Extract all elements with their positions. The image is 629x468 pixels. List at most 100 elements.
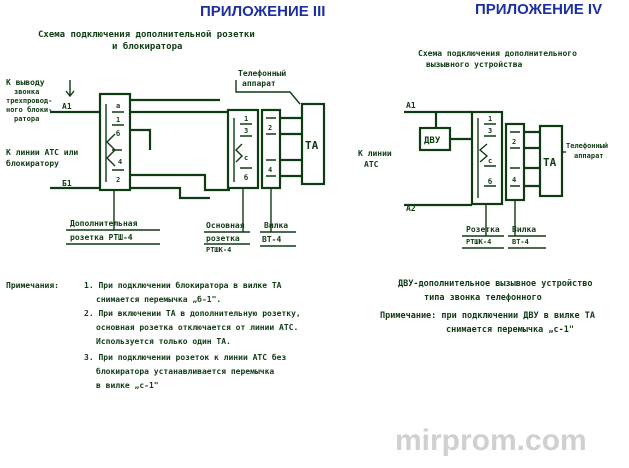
plug-label-line1: Вилка xyxy=(264,221,288,230)
main-socket-box xyxy=(226,108,260,190)
pin-label: 4 xyxy=(118,158,122,166)
phone-label-leader xyxy=(235,80,301,105)
appendix-4-notes: ДВУ-дополнительное вызывное устройство т… xyxy=(380,279,595,335)
plug-pins xyxy=(510,131,520,187)
note-2-line1: 2. При включении ТА в дополнительную роз… xyxy=(84,309,301,318)
appendix-4-diagram: Схема подключения дополнительного вызывн… xyxy=(358,49,608,249)
socket-label-line2: РТШК-4 xyxy=(466,238,491,246)
pin-label: 3 xyxy=(488,127,492,135)
line-label-line2: блокиратору xyxy=(6,158,59,168)
appendix-4-note-line1: Примечание: при подключении ДВУ в вилке … xyxy=(380,311,595,321)
plug-label-line2: ВТ-4 xyxy=(512,238,529,246)
appendix-4-title-line2: вызывного устройства xyxy=(426,60,523,69)
terminal-a1: А1 xyxy=(406,101,416,110)
ta-label: ТА xyxy=(305,139,319,152)
pin-label: б xyxy=(488,178,492,186)
main-socket-spring-contact xyxy=(235,143,243,163)
socket-caption-frame xyxy=(462,204,504,249)
socket-contacts xyxy=(477,118,496,198)
phone-label-line1: Телефонный xyxy=(238,69,286,78)
plug-caption-frame xyxy=(260,188,296,247)
extra-socket-caption-frame xyxy=(66,190,160,245)
phone-label-line2: аппарат xyxy=(242,79,276,88)
plug-pins xyxy=(266,117,276,177)
note-2-line3: Используется только один ТА. xyxy=(96,337,231,346)
main-socket-label-line2: розетка xyxy=(206,234,240,243)
extra-socket-box xyxy=(98,92,132,192)
terminal-a1: А1 xyxy=(62,102,72,111)
socket-label-line1: Розетка xyxy=(466,225,500,234)
pin-label: 1 xyxy=(488,115,492,123)
call-output-label-line2: звонка xyxy=(14,88,39,96)
notes-label: Примечания: xyxy=(6,281,59,290)
appendix-3-title-line1: Схема подключения дополнительной розетки xyxy=(38,30,255,40)
note-1-line1: 1. При подключении блокиратора в вилке Т… xyxy=(84,280,282,290)
note-1-line2: снимается перемычка „б-1". xyxy=(96,294,221,304)
pin-label: б xyxy=(244,174,248,182)
ta-label: ТА xyxy=(543,156,557,169)
main-socket-label-line1: Основная xyxy=(206,221,245,230)
plug-caption-frame xyxy=(508,200,546,249)
main-socket-caption-frame xyxy=(204,188,250,245)
plug-box xyxy=(504,122,526,202)
pin-label: 4 xyxy=(268,166,272,174)
note-3-line2: блокиратора устанавливается перемычка xyxy=(96,366,274,376)
socket-spring-contact xyxy=(478,143,489,163)
line-label-line1: К линии АТС или xyxy=(6,148,78,157)
note-3-line3: в вилке „с-1" xyxy=(96,381,159,390)
main-socket-contacts xyxy=(233,118,252,182)
ta-wires xyxy=(524,130,540,188)
pin-label: 3 xyxy=(244,127,248,135)
terminal-a2: А2 xyxy=(406,204,416,213)
pin-label: 4 xyxy=(512,176,516,184)
call-output-label-line4: ного блоки- xyxy=(6,106,52,114)
extra-socket-label-line1: Дополнительная xyxy=(70,219,138,228)
call-output-label-line3: трехпровод- xyxy=(6,97,52,105)
dvu-label: ДВУ xyxy=(424,136,441,146)
dvu-description-line1: ДВУ-дополнительное вызывное устройство xyxy=(398,279,592,289)
extra-socket-spring-contact xyxy=(106,133,116,167)
socket-box xyxy=(470,110,504,206)
call-output-label-line5: ратора xyxy=(14,115,39,123)
phone-label-line2: аппарат xyxy=(574,152,604,160)
pin-label: 1 xyxy=(116,116,120,124)
appendix-4-header: ПРИЛОЖЕНИЕ IV xyxy=(475,1,602,18)
wire-bottom xyxy=(130,186,210,200)
extra-socket-label-line2: розетка РТШ-4 xyxy=(70,233,133,242)
pin-label: 2 xyxy=(512,138,516,146)
plug-label-line2: ВТ-4 xyxy=(262,235,281,244)
line-label-line2: АТС xyxy=(364,160,379,169)
call-output-arrow-icon xyxy=(65,80,75,98)
phone-label-line1: Телефонный xyxy=(566,142,608,150)
appendix-3-title-line2: и блокиратора xyxy=(112,41,182,52)
pin-label: а xyxy=(116,102,120,110)
extra-socket-contacts xyxy=(105,104,124,182)
note-2-line2: основная розетка отключается от линии АТ… xyxy=(96,323,298,332)
pin-label: 1 xyxy=(244,115,248,123)
appendix-4-title-line1: Схема подключения дополнительного xyxy=(418,49,577,58)
pin-label: с xyxy=(488,157,492,165)
pin-label: 2 xyxy=(268,124,272,132)
ta-wires xyxy=(280,116,302,178)
pin-label: б xyxy=(116,130,120,138)
main-socket-label-line3: РТШК-4 xyxy=(206,246,231,254)
appendix-3-notes: Примечания: 1. При подключении блокирато… xyxy=(6,280,301,390)
line-label-line1: К линии xyxy=(358,149,392,158)
appendix-3-diagram: Схема подключения дополнительной розетки… xyxy=(6,30,326,254)
wire-lower xyxy=(130,173,230,192)
ta-box xyxy=(538,124,564,198)
watermark: mirprom.com xyxy=(395,424,587,457)
appendix-4-note-line2: снимается перемычка „с-1" xyxy=(446,325,574,335)
note-3-line1: 3. При подключении розеток к линии АТС б… xyxy=(84,352,286,362)
pin-label: 2 xyxy=(116,176,120,184)
appendix-3-header: ПРИЛОЖЕНИЕ III xyxy=(200,3,325,20)
wire-branch xyxy=(130,128,152,150)
terminal-b1: Б1 xyxy=(62,179,72,188)
dvu-description-line2: типа звонка телефонного xyxy=(424,293,542,303)
plug-label-line1: Вилка xyxy=(512,225,536,234)
call-output-label-line1: К выводу xyxy=(6,78,45,87)
ta-box xyxy=(300,102,326,186)
pin-label: с xyxy=(244,154,248,162)
